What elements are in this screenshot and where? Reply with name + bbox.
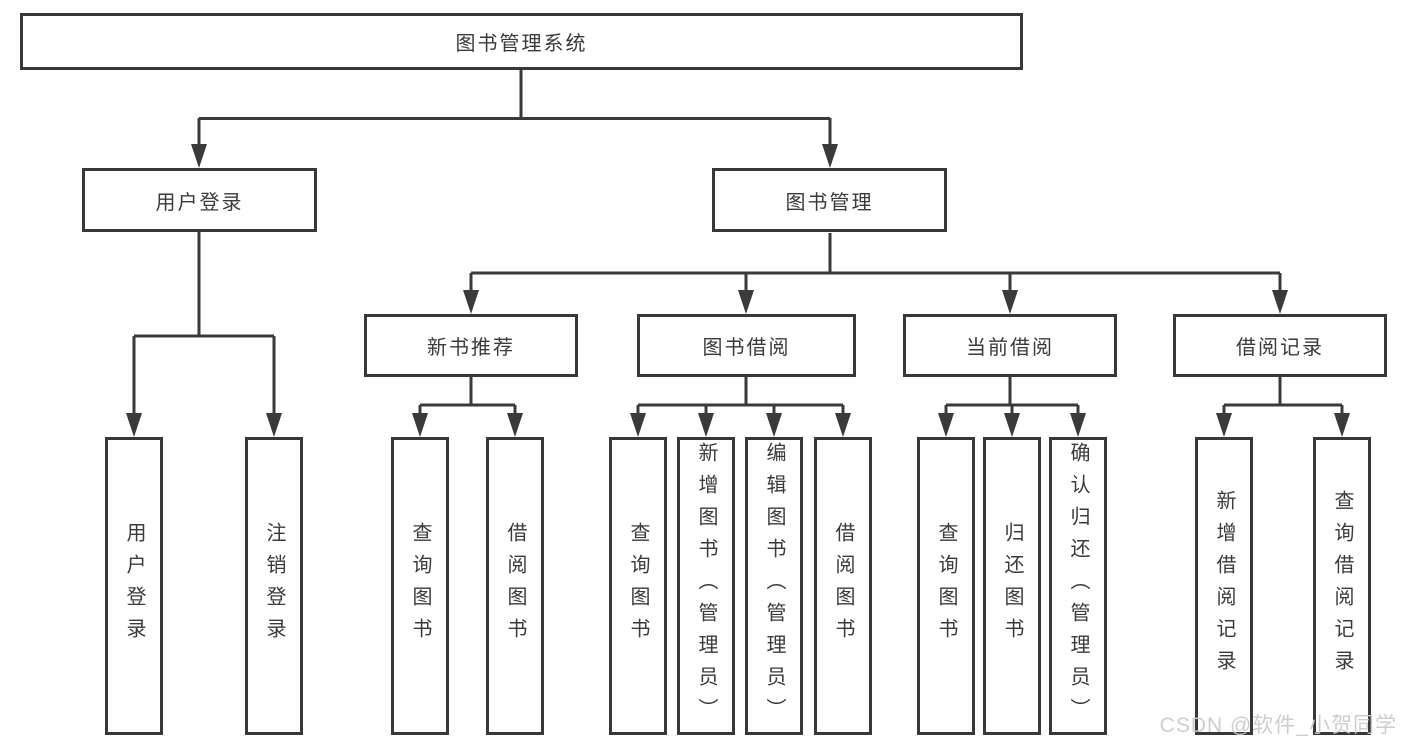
leaf-query-borrow-record: 查询借阅记录 — [1313, 437, 1371, 735]
leaf-return-books: 归还图书 — [983, 437, 1041, 735]
leaf-add-borrow-record: 新增借阅记录 — [1195, 437, 1253, 735]
leaf-logout: 注销登录 — [245, 437, 303, 735]
arrowheads — [126, 144, 1350, 437]
csdn-watermark: CSDN @软件_小贺同学 — [1159, 714, 1397, 737]
node-book-management: 图书管理 — [712, 168, 947, 232]
node-borrowing-records: 借阅记录 — [1173, 314, 1387, 377]
leaf-query-books-borrow: 查询图书 — [609, 437, 667, 735]
leaf-query-books-current: 查询图书 — [917, 437, 975, 735]
node-root: 图书管理系统 — [20, 13, 1023, 70]
node-user-login: 用户登录 — [82, 168, 317, 232]
leaf-borrow-books-borrow: 借阅图书 — [814, 437, 872, 735]
node-new-book-recommendation: 新书推荐 — [364, 314, 578, 377]
node-current-borrowing: 当前借阅 — [903, 314, 1117, 377]
leaf-user-login: 用户登录 — [105, 437, 163, 735]
leaf-confirm-return-admin: 确认归还（管理员） — [1049, 437, 1107, 735]
leaf-add-book-admin: 新增图书（管理员） — [677, 437, 735, 735]
leaf-edit-book-admin: 编辑图书（管理员） — [745, 437, 803, 735]
leaf-borrow-books-recommend: 借阅图书 — [486, 437, 544, 735]
node-book-borrowing: 图书借阅 — [637, 314, 856, 377]
leaf-query-books-recommend: 查询图书 — [391, 437, 449, 735]
